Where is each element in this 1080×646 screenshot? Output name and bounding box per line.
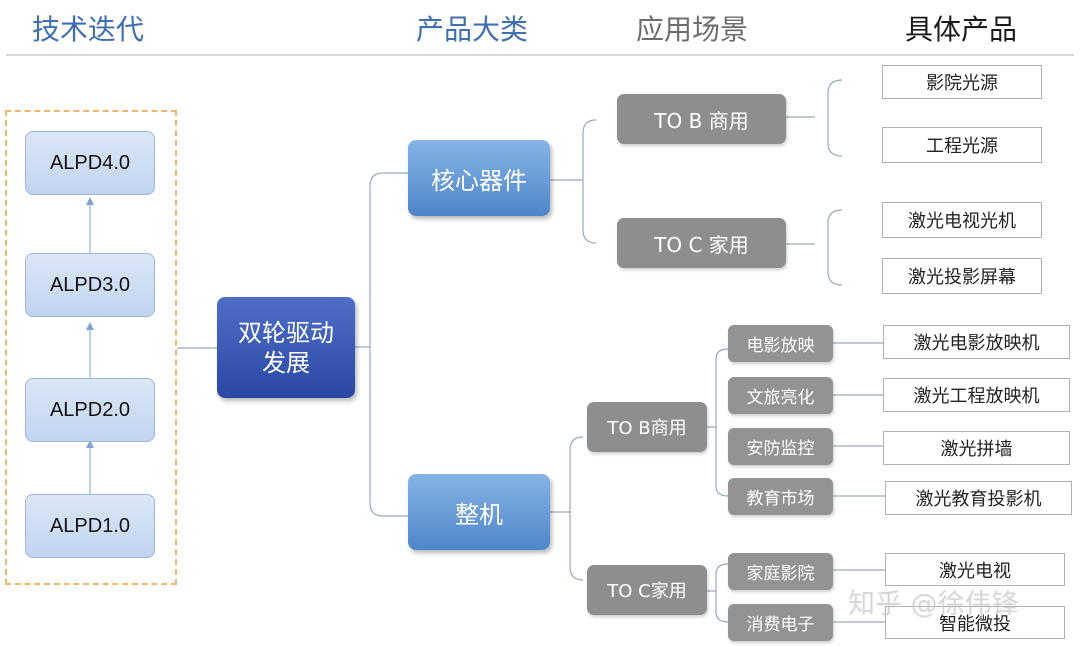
- product-smart-mini-projector: 智能微投: [885, 606, 1065, 639]
- product-laser-tv: 激光电视: [885, 553, 1065, 586]
- header-category: 产品大类: [416, 13, 529, 46]
- tech-alpd2: ALPD2.0: [25, 378, 155, 442]
- product-laser-education-projector: 激光教育投影机: [885, 481, 1072, 515]
- sub-scenario-education: 教育市场: [728, 478, 833, 515]
- header-tech: 技术迭代: [32, 13, 145, 46]
- product-cinema-light-source: 影院光源: [882, 65, 1042, 99]
- sub-scenario-consumer-electronics: 消费电子: [728, 604, 833, 641]
- scenario-machine-to-c: TO C家用: [587, 565, 707, 615]
- product-laser-video-wall: 激光拼墙: [883, 431, 1070, 465]
- header-product: 具体产品: [905, 13, 1018, 46]
- center-node-line1: 双轮驱动: [238, 318, 334, 347]
- category-whole-machine: 整机: [408, 474, 550, 550]
- header-divider: [6, 54, 1074, 56]
- center-node: 双轮驱动 发展: [217, 297, 355, 398]
- sub-scenario-security: 安防监控: [728, 428, 833, 465]
- product-engineering-light-source: 工程光源: [882, 127, 1042, 163]
- scenario-core-to-b: TO B 商用: [617, 94, 786, 144]
- tech-alpd4: ALPD4.0: [25, 131, 155, 195]
- sub-scenario-cinema: 电影放映: [728, 325, 833, 362]
- sub-scenario-cultural-lighting: 文旅亮化: [728, 377, 833, 414]
- scenario-machine-to-b: TO B商用: [587, 402, 707, 452]
- center-node-line2: 发展: [262, 348, 310, 377]
- watermark: 知乎 @徐伟锋: [848, 589, 1019, 620]
- tech-iteration-frame: [5, 110, 177, 585]
- scenario-core-to-c: TO C 家用: [617, 218, 786, 268]
- product-laser-projection-screen: 激光投影屏幕: [882, 258, 1042, 294]
- product-laser-cinema-projector: 激光电影放映机: [883, 325, 1070, 359]
- tech-alpd1: ALPD1.0: [25, 494, 155, 558]
- category-core-components: 核心器件: [408, 140, 550, 216]
- tech-alpd3: ALPD3.0: [25, 253, 155, 317]
- sub-scenario-home-theater: 家庭影院: [728, 553, 833, 590]
- product-laser-tv-engine: 激光电视光机: [882, 202, 1042, 238]
- header-scenario: 应用场景: [636, 13, 749, 46]
- product-laser-engineering-projector: 激光工程放映机: [883, 378, 1070, 412]
